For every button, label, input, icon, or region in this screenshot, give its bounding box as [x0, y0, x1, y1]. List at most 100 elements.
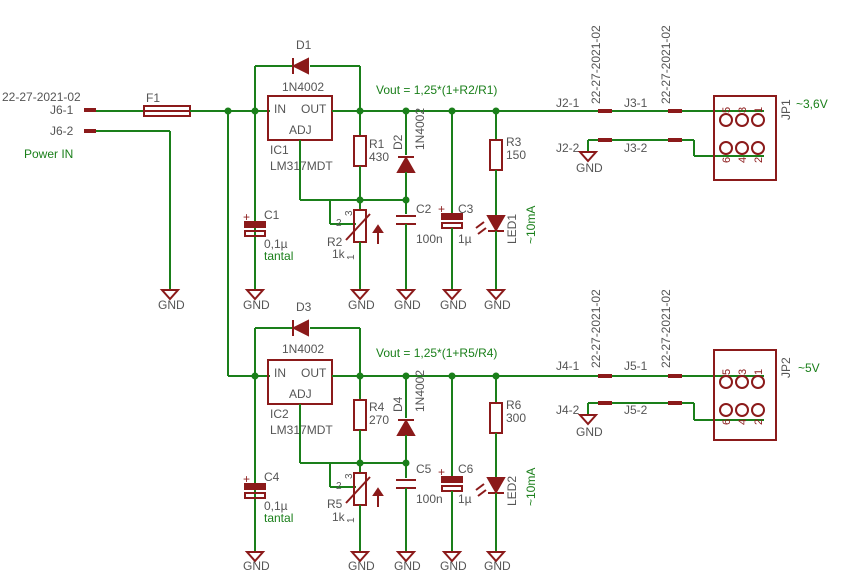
d3-part: 1N4002 — [282, 342, 324, 356]
gnd-label: GND — [440, 559, 467, 573]
d2-name: D2 — [391, 134, 405, 150]
gnd-label: GND — [243, 559, 270, 573]
d1-part: 1N4002 — [282, 80, 324, 94]
ground-icon — [395, 289, 417, 301]
r6-value: 300 — [506, 411, 526, 425]
d1-name: D1 — [296, 38, 312, 52]
stage-2-regulator-circuit: D3 1N4002 IN OUT ADJ IC2 LM317MDT Vout =… — [228, 289, 820, 573]
ground-icon — [244, 289, 266, 301]
header-pin — [735, 113, 749, 127]
fuse-label: F1 — [146, 91, 160, 105]
gnd-label: GND — [394, 298, 421, 312]
junction-dot — [224, 107, 232, 115]
pin-label-3: 3 — [737, 369, 749, 375]
resistor-r3 — [489, 139, 503, 171]
junction-dot — [402, 196, 410, 204]
header-pin — [751, 113, 765, 127]
input-section: 22-27-2021-02 J6-1 J6-2 Power IN F1 GND — [2, 66, 270, 376]
capacitor-c4-plate — [244, 492, 266, 499]
gnd-label: GND — [576, 425, 603, 439]
led-icon — [486, 477, 506, 495]
header-pin — [719, 403, 733, 417]
j3-2-label: J3-2 — [624, 141, 648, 155]
junction-dot — [356, 196, 364, 204]
header-pin — [719, 375, 733, 389]
c3-polarity: + — [438, 202, 445, 216]
j5-2-pad — [668, 401, 682, 405]
c5-value: 100n — [416, 492, 443, 506]
jp1-name: JP1 — [779, 99, 793, 120]
r1-value: 430 — [369, 150, 389, 164]
c1-value: 0,1µ — [264, 237, 288, 251]
ic1-pin-in: IN — [274, 102, 286, 116]
gnd-label: GND — [484, 298, 511, 312]
j3-1-label: J3-1 — [624, 96, 648, 110]
stamp-a: 22-27-2021-02 — [589, 25, 603, 104]
c4-type: tantal — [264, 511, 293, 525]
c4-polarity: + — [243, 472, 250, 486]
r4-name: R4 — [369, 400, 385, 414]
junction-dot — [356, 459, 364, 467]
led1-name: LED1 — [505, 214, 519, 244]
pot-pin-2: 2 — [336, 218, 342, 229]
header-pin — [751, 403, 765, 417]
j5-1-label: J5-1 — [624, 359, 648, 373]
input-gnd-label: GND — [158, 298, 185, 312]
ic2-name: IC2 — [270, 407, 289, 421]
pin-label-1: 1 — [753, 107, 765, 113]
r6-name: R6 — [506, 398, 522, 412]
ground-icon — [244, 551, 266, 563]
r2-name: R2 — [327, 235, 343, 249]
header-pin — [751, 375, 765, 389]
header-pin — [719, 141, 733, 155]
c1-polarity: + — [243, 210, 250, 224]
j6-2-label: J6-2 — [50, 124, 74, 138]
gnd-label: GND — [348, 559, 375, 573]
r5-name: R5 — [327, 497, 343, 511]
j2-2-label: J2-2 — [556, 141, 580, 155]
ground-icon — [349, 289, 371, 301]
c1-type: tantal — [264, 249, 293, 263]
led-ray — [477, 227, 487, 235]
c2-value: 100n — [416, 232, 443, 246]
pin-label-4: 4 — [737, 157, 749, 163]
j6-1-label: J6-1 — [50, 103, 74, 117]
c6-name: C6 — [458, 462, 474, 476]
gnd-label: GND — [348, 298, 375, 312]
stamp-a: 22-27-2021-02 — [589, 289, 603, 368]
junction-dot — [251, 107, 259, 115]
ic1-pin-adj: ADJ — [289, 123, 312, 137]
pot-pin-3: 3 — [344, 210, 355, 216]
pin-label-6: 6 — [721, 157, 733, 163]
ic2-pin-out: OUT — [301, 366, 327, 380]
j5-2-label: J5-2 — [624, 403, 648, 417]
led-ray — [475, 221, 485, 229]
pot-arrow — [345, 476, 371, 504]
diode-icon — [291, 57, 309, 75]
gnd-label: GND — [440, 298, 467, 312]
gnd-label: GND — [484, 559, 511, 573]
led-ray — [475, 483, 485, 491]
r1-name: R1 — [369, 137, 385, 151]
resistor-r4 — [353, 399, 367, 431]
j2-1-pad — [598, 109, 612, 113]
pin-label-5: 5 — [721, 107, 733, 113]
c3-value: 1µ — [458, 232, 472, 246]
d4-name: D4 — [391, 396, 405, 412]
junction-dot — [402, 459, 410, 467]
capacitor-c6-plate — [441, 485, 463, 492]
pot-pin-3: 3 — [344, 473, 355, 479]
c1-name: C1 — [264, 208, 280, 222]
arrow-icon — [372, 487, 384, 496]
diode-icon — [396, 155, 416, 173]
pot-pin-1: 1 — [346, 517, 357, 523]
c6-polarity: + — [438, 465, 445, 479]
header-jp1 — [713, 95, 777, 181]
formula-1: Vout = 1,25*(1+R2/R1) — [376, 83, 497, 97]
ground-icon — [159, 289, 181, 301]
capacitor-c3-plate — [441, 222, 463, 229]
pin-label-6: 6 — [721, 419, 733, 425]
header-pin — [719, 113, 733, 127]
ground-icon — [485, 289, 507, 301]
